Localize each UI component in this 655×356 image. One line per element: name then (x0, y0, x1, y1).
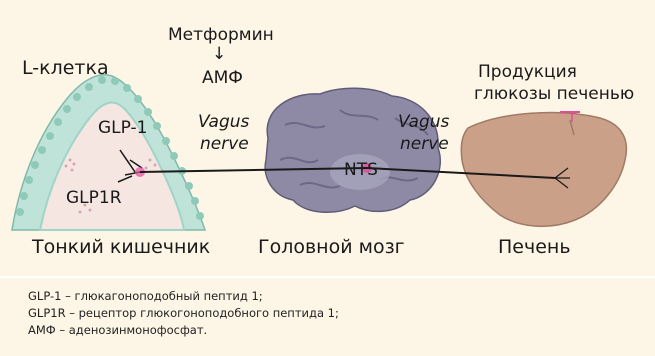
vagus-right-label-line1: Vagus (398, 112, 449, 132)
glp1r-label: GLP1R (66, 188, 122, 208)
legend-item: GLP1R – рецептор глюкогоноподобного пепт… (28, 305, 339, 322)
glucose-production-label-line2: глюкозы печенью (474, 84, 634, 104)
vagus-right-label-line2: nerve (400, 134, 449, 154)
arrow-down-icon: ↓ (212, 44, 226, 64)
l-cell-label: L-клетка (22, 57, 109, 79)
vagus-left-label-line2: nerve (200, 134, 249, 154)
section-divider (0, 276, 655, 278)
legend-item: GLP-1 – глюкагоноподобный пептид 1; (28, 288, 339, 305)
abbreviations-legend: GLP-1 – глюкагоноподобный пептид 1; GLP1… (28, 288, 339, 339)
vagus-left-label-line1: Vagus (198, 112, 249, 132)
organ-gut-label: Тонкий кишечник (32, 236, 210, 258)
glucose-production-label-line1: Продукция (478, 62, 577, 82)
nts-label: NTS (344, 160, 378, 180)
legend-item: АМФ – аденозинмонофосфат. (28, 322, 339, 339)
metformin-label: Метформин (168, 25, 274, 45)
glp1-label: GLP-1 (98, 118, 147, 138)
organ-brain-label: Головной мозг (258, 236, 405, 258)
amp-label: АМФ (202, 68, 243, 88)
liver-illustration (461, 112, 626, 226)
organ-liver-label: Печень (498, 236, 571, 258)
